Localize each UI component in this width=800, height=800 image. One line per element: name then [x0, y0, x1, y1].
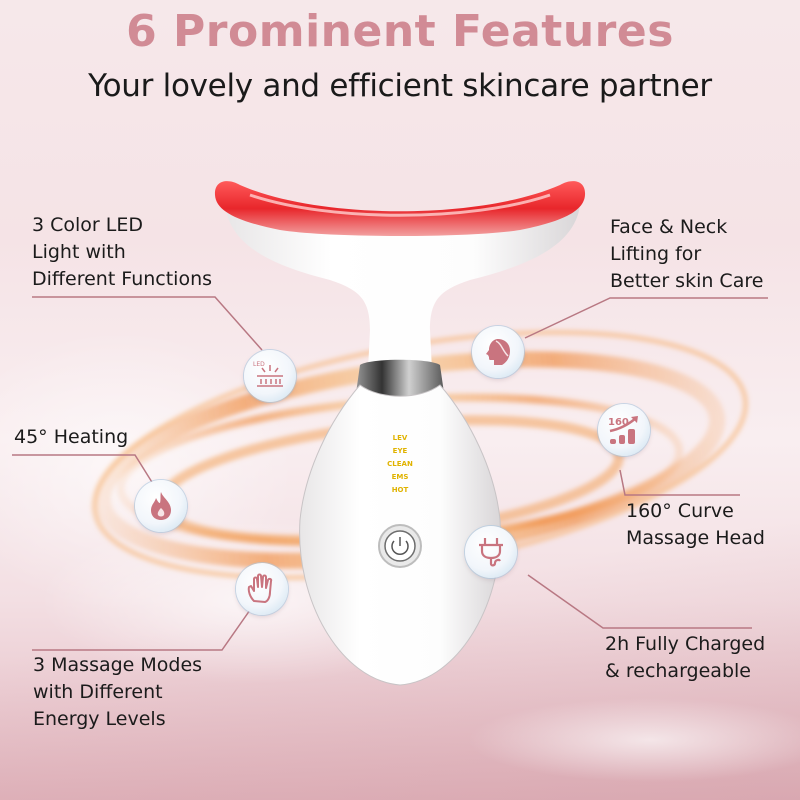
page-title: 6 Prominent Features: [126, 6, 674, 57]
feature-lifting-line: Face & Neck: [610, 216, 728, 238]
device-mode-panel: LEV EYE CLEAN EMS HOT: [375, 432, 425, 497]
feature-lifting-line: Better skin Care: [610, 270, 764, 292]
plug-icon: [465, 526, 517, 578]
page-subtitle: Your lovely and efficient skincare partn…: [88, 68, 712, 104]
feature-heating-line: 45° Heating: [14, 426, 129, 448]
feature-curve-line: 160° Curve: [626, 500, 734, 522]
feature-lifting-line: Lifting for: [610, 243, 702, 265]
feature-massage-line: with Different: [33, 681, 163, 703]
feature-led-line: 3 Color LED: [32, 214, 143, 236]
power-icon: [391, 537, 409, 556]
led-light-icon: LED: [244, 350, 296, 402]
feature-led-line: Light with: [32, 241, 126, 263]
flame-icon: [135, 480, 187, 532]
feature-curve-label: 160° Curve Massage Head: [626, 498, 765, 552]
svg-text:LED: LED: [253, 361, 265, 368]
feature-massage-line: 3 Massage Modes: [33, 654, 203, 676]
face-profile-icon: [472, 326, 524, 378]
feature-lifting-label: Face & Neck Lifting for Better skin Care: [610, 214, 763, 295]
panel-label-hot: HOT: [391, 486, 409, 494]
panel-label-ems: EMS: [391, 473, 409, 481]
chart-growth-icon: 160: [598, 404, 650, 456]
feature-charging-line: & rechargeable: [605, 660, 751, 682]
feature-led-label: 3 Color LED Light with Different Functio…: [32, 212, 212, 293]
panel-label-clean: CLEAN: [387, 460, 413, 468]
feature-heating-label: 45° Heating: [14, 424, 128, 451]
panel-label-lev: LEV: [392, 434, 408, 442]
feature-charging-line: 2h Fully Charged: [605, 633, 766, 655]
feature-massage-line: Energy Levels: [33, 708, 166, 730]
feature-curve-line: Massage Head: [626, 527, 765, 549]
panel-label-eye: EYE: [392, 447, 408, 455]
svg-text:160: 160: [608, 417, 629, 428]
hand-icon: [236, 563, 288, 615]
feature-massage-label: 3 Massage Modes with Different Energy Le…: [33, 652, 202, 733]
feature-led-line: Different Functions: [32, 268, 213, 290]
feature-charging-label: 2h Fully Charged & rechargeable: [605, 631, 765, 685]
